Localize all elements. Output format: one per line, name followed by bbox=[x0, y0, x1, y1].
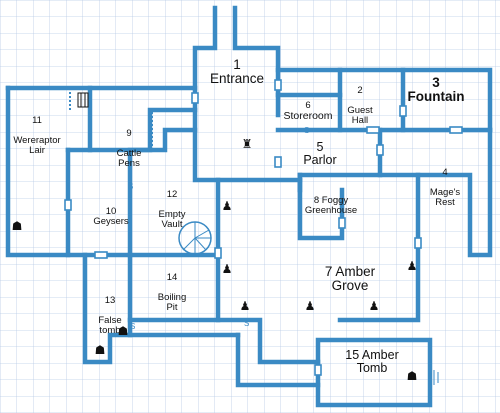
room-name: Tomb bbox=[356, 361, 388, 376]
room-12-label: 12 Empty Vault bbox=[159, 180, 186, 230]
statue-icon: ♟ bbox=[222, 262, 233, 276]
room-3-label: 3 Fountain bbox=[407, 75, 465, 105]
icons: ♜ ☗ ♟ ♟ ♟ ♟ ♟ ♟ ☗ ☗ ☗ bbox=[12, 92, 439, 385]
door[interactable] bbox=[449, 126, 463, 134]
door[interactable] bbox=[274, 156, 282, 168]
secret-doors: S S S S bbox=[69, 92, 309, 331]
door[interactable] bbox=[64, 199, 72, 211]
room-name: Parlor bbox=[303, 153, 337, 168]
room-5-label: 5 Parlor bbox=[303, 140, 337, 168]
room-number: 8 Foggy bbox=[313, 195, 349, 206]
room-name: Boiling Pit bbox=[157, 291, 187, 313]
door[interactable] bbox=[414, 237, 422, 249]
room-1-label: 1 Entrance bbox=[209, 57, 265, 87]
room-4-label: 4 Mage's Rest bbox=[430, 158, 460, 208]
room-6-label: 6 Storeroom bbox=[283, 101, 332, 122]
room-number: 2 bbox=[357, 84, 363, 96]
room-number: 13 bbox=[104, 294, 116, 306]
secret-door-marker: S bbox=[128, 182, 133, 191]
statue-icon: ♜ bbox=[242, 137, 253, 151]
room-9-label: 9 Cattle Pens bbox=[117, 119, 142, 169]
room-8-label: 8 Foggy Greenhouse bbox=[305, 196, 357, 216]
room-7-label: 7 Amber Grove bbox=[324, 264, 376, 294]
room-number: 10 bbox=[105, 206, 117, 217]
secret-door-marker: S bbox=[130, 322, 135, 331]
door[interactable] bbox=[376, 144, 384, 156]
room-13-label: 13 False tomb bbox=[98, 286, 121, 336]
room-name: Guest Hall bbox=[347, 104, 373, 126]
room-name: Storeroom bbox=[283, 109, 333, 122]
door[interactable] bbox=[338, 217, 346, 229]
portcullis-icon bbox=[77, 92, 89, 108]
room-number: 7 Amber bbox=[324, 264, 376, 279]
room-number: 12 bbox=[166, 188, 178, 200]
room-number: 1 bbox=[233, 57, 241, 72]
secret-door-marker: S bbox=[244, 319, 249, 328]
room-number: 5 bbox=[316, 140, 324, 154]
room-11-label: 11 Wereraptor Lair bbox=[13, 106, 60, 156]
room-name: Empty Vault bbox=[158, 208, 186, 230]
door[interactable] bbox=[94, 251, 108, 259]
room-name: Greenhouse bbox=[304, 204, 358, 216]
door[interactable] bbox=[399, 105, 407, 117]
room-number: 15 Amber bbox=[345, 348, 399, 362]
room-number: 4 bbox=[442, 166, 448, 178]
room-15-label: 15 Amber Tomb bbox=[345, 348, 399, 376]
monster-icon: ☗ bbox=[118, 324, 129, 338]
monster-icon: ☗ bbox=[12, 219, 23, 233]
walls bbox=[5, 5, 493, 408]
monster-icon: ☗ bbox=[95, 343, 106, 357]
statue-icon: ♟ bbox=[240, 299, 251, 313]
door[interactable] bbox=[191, 92, 199, 104]
room-number: 11 bbox=[32, 114, 42, 126]
room-name: Mage's Rest bbox=[429, 186, 461, 208]
secret-door-marker: S bbox=[304, 126, 309, 135]
statue-icon: ♟ bbox=[369, 299, 380, 313]
door[interactable] bbox=[366, 126, 380, 134]
statue-icon: ♟ bbox=[305, 299, 316, 313]
door[interactable] bbox=[274, 79, 282, 91]
room-name: Geysers bbox=[93, 215, 129, 227]
room-name: Cattle Pens bbox=[116, 147, 142, 169]
statue-icon: ♟ bbox=[222, 199, 233, 213]
statue-icon: ♟ bbox=[407, 259, 418, 273]
room-name: False tomb bbox=[98, 314, 122, 336]
door[interactable] bbox=[214, 247, 222, 259]
monster-icon: ☗ bbox=[407, 369, 418, 383]
spiral-stairs-icon bbox=[178, 221, 212, 255]
room-name: Grove bbox=[331, 278, 369, 294]
doors bbox=[64, 79, 463, 376]
room-number: 9 bbox=[126, 127, 132, 139]
room-number: 14 bbox=[166, 271, 178, 283]
room-10-label: 10 Geysers bbox=[93, 207, 128, 227]
room-number: 6 bbox=[305, 100, 311, 111]
room-name: Fountain bbox=[407, 89, 465, 105]
room-number: 3 bbox=[432, 75, 440, 90]
room-2-label: 2 Guest Hall bbox=[347, 76, 372, 126]
room-name: Entrance bbox=[209, 71, 265, 87]
room-14-label: 14 Boiling Pit bbox=[158, 263, 187, 313]
door[interactable] bbox=[314, 364, 322, 376]
fog-marks-icon bbox=[429, 370, 439, 385]
room-name: Wereraptor Lair bbox=[13, 134, 61, 156]
